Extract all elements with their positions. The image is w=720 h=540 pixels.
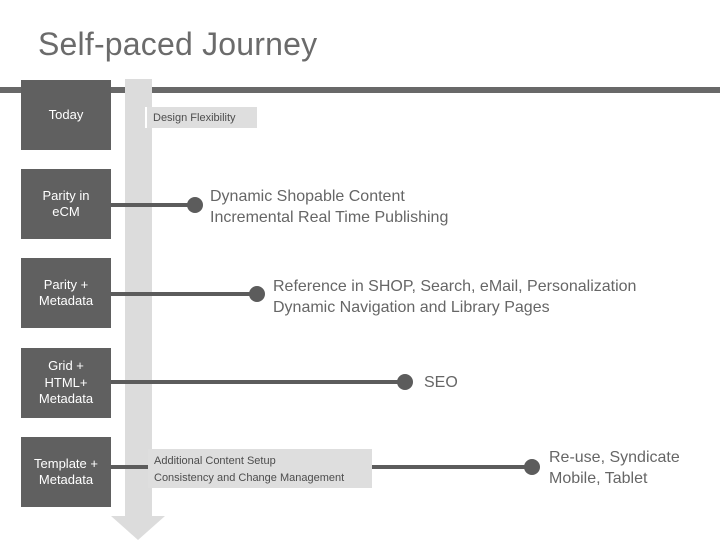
stage-grid-line-3: Metadata bbox=[38, 391, 94, 407]
outcome-parity-metadata-line-2: Dynamic Navigation and Library Pages bbox=[273, 299, 550, 316]
outcome-template-line-1: Re-use, Syndicate bbox=[549, 449, 680, 466]
outcome-template-line-2: Mobile, Tablet bbox=[549, 470, 648, 487]
stage-template-line-2: Metadata bbox=[38, 472, 94, 487]
journey-arrow-shaft bbox=[125, 79, 152, 517]
title-divider bbox=[0, 87, 720, 93]
stage-parity-ecm-line-2: eCM bbox=[52, 204, 80, 219]
connector-template-right bbox=[372, 465, 532, 469]
connector-grid-html bbox=[111, 380, 405, 384]
outcome-parity-ecm: Dynamic Shopable Content Incremental Rea… bbox=[210, 186, 448, 228]
outcome-template: Re-use, Syndicate Mobile, Tablet bbox=[549, 447, 680, 489]
stage-parity-metadata-line-2: Metadata bbox=[38, 293, 94, 308]
connector-parity-metadata bbox=[111, 292, 257, 296]
outcome-parity-ecm-line-2: Incremental Real Time Publishing bbox=[210, 209, 449, 226]
node-parity-metadata bbox=[249, 286, 265, 302]
connector-parity-ecm bbox=[111, 203, 195, 207]
callout-design-flexibility: Design Flexibility bbox=[145, 107, 257, 128]
stage-parity-ecm: Parity in eCM bbox=[21, 169, 111, 239]
stage-grid-line-2: HTML+ bbox=[44, 374, 88, 390]
node-grid-html bbox=[397, 374, 413, 390]
journey-arrow-head bbox=[111, 516, 165, 540]
stage-grid-html-metadata: Grid + HTML+ Metadata bbox=[21, 348, 111, 418]
stage-today-line-1: Today bbox=[48, 106, 84, 122]
stage-template-line-1: Template + bbox=[34, 455, 98, 471]
node-template bbox=[524, 459, 540, 475]
outcome-parity-ecm-line-1: Dynamic Shopable Content bbox=[210, 188, 405, 205]
callout-consistency-change-mgmt: Consistency and Change Management bbox=[154, 472, 345, 484]
stage-grid-line-1: Grid + bbox=[48, 358, 84, 374]
stage-parity-ecm-line-1: Parity in bbox=[42, 187, 90, 203]
stage-parity-metadata-line-1: Parity + bbox=[43, 276, 89, 292]
outcome-grid-html-line-1: SEO bbox=[424, 374, 458, 391]
page-title: Self-paced Journey bbox=[38, 26, 318, 62]
stage-template-metadata: Template + Metadata bbox=[21, 437, 111, 507]
callout-additional-content-setup: Additional Content Setup bbox=[154, 455, 276, 467]
outcome-parity-metadata: Reference in SHOP, Search, eMail, Person… bbox=[273, 276, 636, 318]
node-parity-ecm bbox=[187, 197, 203, 213]
callout-template-setup: Additional Content Setup Consistency and… bbox=[148, 449, 372, 488]
stage-parity-metadata: Parity + Metadata bbox=[21, 258, 111, 328]
outcome-parity-metadata-line-1: Reference in SHOP, Search, eMail, Person… bbox=[273, 278, 637, 295]
outcome-grid-html: SEO bbox=[424, 372, 458, 393]
connector-template-left bbox=[111, 465, 148, 469]
stage-today: Today bbox=[21, 80, 111, 150]
